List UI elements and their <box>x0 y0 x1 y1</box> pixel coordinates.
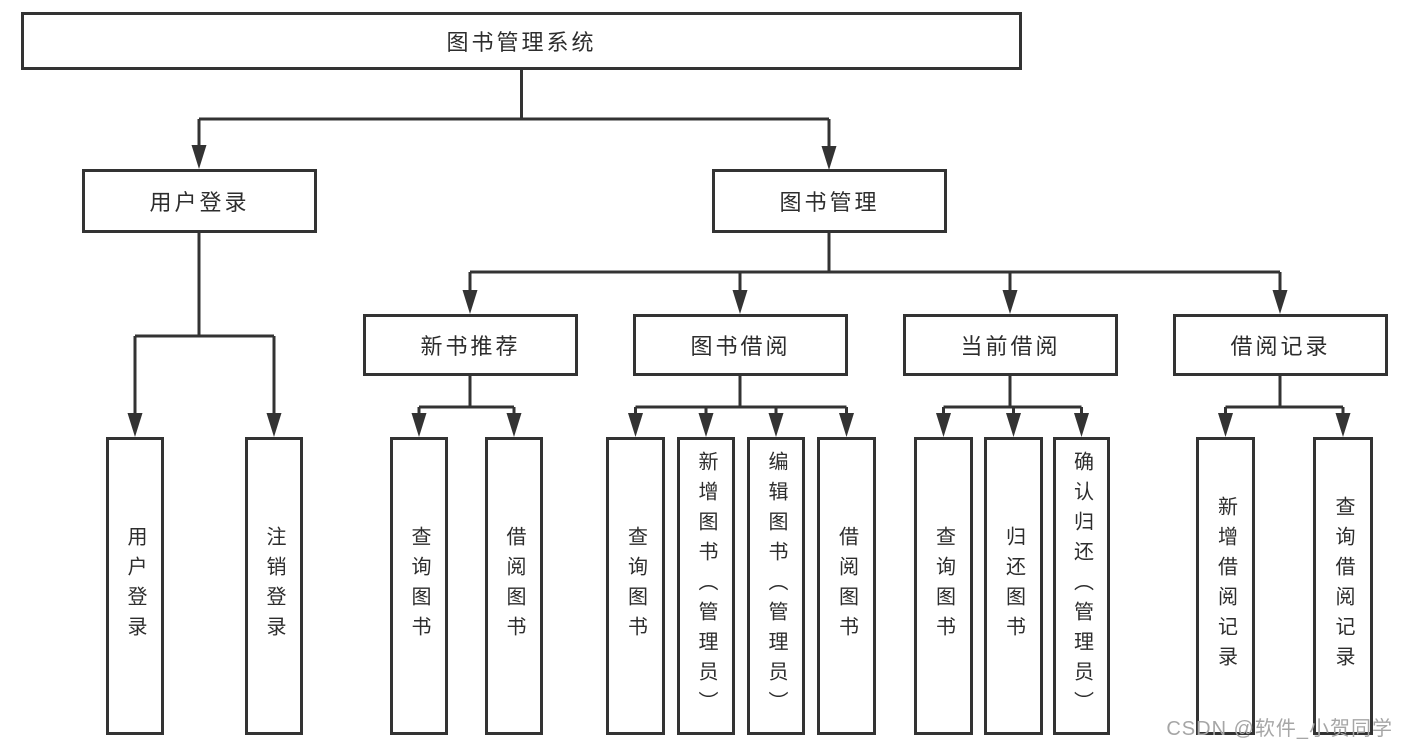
arrowhead-icon <box>936 413 951 437</box>
leaf-record-query-borrow-record: 查询借阅记录 <box>1313 437 1373 735</box>
node-borrow-record: 借阅记录 <box>1173 314 1388 376</box>
arrowhead-icon <box>1006 413 1021 437</box>
connector-path <box>133 70 1345 418</box>
node-book-management: 图书管理 <box>712 169 947 233</box>
node-current-borrow: 当前借阅 <box>903 314 1118 376</box>
arrowhead-icon <box>1002 290 1018 314</box>
leaf-record-add-borrow-record: 新增借阅记录 <box>1196 437 1255 735</box>
arrowhead-icon <box>732 290 748 314</box>
leaf-borrow-query-book: 查询图书 <box>606 437 665 735</box>
leaf-current-query-book: 查询图书 <box>914 437 973 735</box>
arrowhead-icon <box>1218 413 1233 437</box>
arrowhead-icon <box>191 145 207 169</box>
leaf-newbook-borrow-book: 借阅图书 <box>485 437 543 735</box>
leaf-current-return-book: 归还图书 <box>984 437 1043 735</box>
node-new-book-recommend: 新书推荐 <box>363 314 578 376</box>
arrowhead-icon <box>839 413 854 437</box>
leaf-logout: 注销登录 <box>245 437 303 735</box>
arrowhead-icon <box>821 146 837 170</box>
leaf-current-confirm-return-admin: 确认归还（管理员） <box>1053 437 1110 735</box>
leaf-borrow-edit-book-admin: 编辑图书（管理员） <box>747 437 805 735</box>
arrowhead-icon <box>411 413 427 437</box>
leaf-user-login: 用户登录 <box>106 437 164 735</box>
arrowhead-icon <box>1335 413 1351 437</box>
arrowhead-icon <box>462 290 478 314</box>
arrowhead-icon <box>698 413 714 437</box>
leaf-borrow-add-book-admin: 新增图书（管理员） <box>677 437 735 735</box>
arrowhead-icon <box>1074 413 1089 437</box>
node-root: 图书管理系统 <box>21 12 1022 70</box>
leaf-borrow-borrow-book: 借阅图书 <box>817 437 876 735</box>
arrowhead-icon <box>127 413 143 437</box>
arrowhead-icon <box>628 413 643 437</box>
arrowhead-icon <box>506 413 522 437</box>
leaf-newbook-query-book: 查询图书 <box>390 437 448 735</box>
arrowhead-icons <box>127 145 1351 437</box>
node-book-borrow: 图书借阅 <box>633 314 848 376</box>
arrowhead-icon <box>1272 290 1288 314</box>
node-user-login: 用户登录 <box>82 169 317 233</box>
arrowhead-icon <box>768 413 784 437</box>
arrowhead-icon <box>266 413 282 437</box>
csdn-watermark: CSDN @软件_小贺同学 <box>1166 718 1393 740</box>
